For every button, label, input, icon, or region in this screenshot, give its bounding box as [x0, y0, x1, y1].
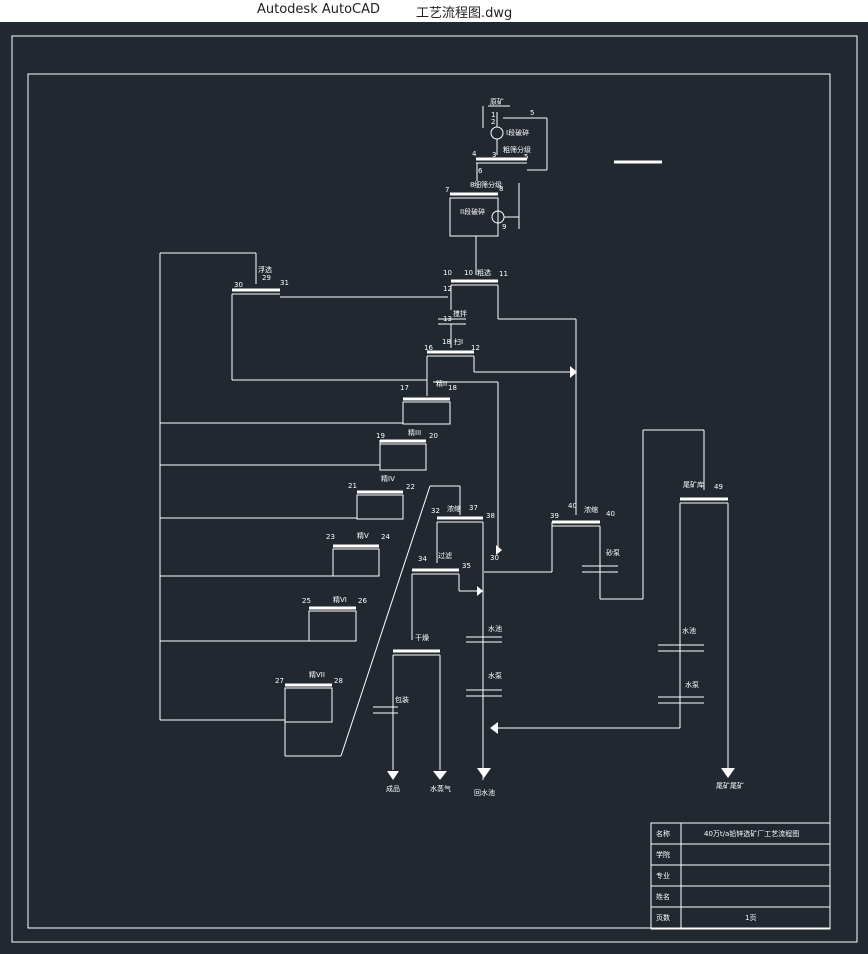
- label-clean-6: 精VI: [333, 595, 347, 604]
- label-stir: 搅拌: [453, 309, 467, 318]
- svg-text:27: 27: [275, 677, 284, 685]
- svg-text:3: 3: [492, 151, 496, 159]
- label-tailings-dam: 尾矿库: [683, 480, 704, 489]
- svg-text:32: 32: [431, 507, 440, 515]
- svg-text:18: 18: [442, 338, 451, 346]
- tb-page-label: 页数: [656, 913, 670, 922]
- concentrate-section: 32 37 38 浓缩 30 34 过滤 35 干燥 包装 成品 水蒸气 回水池 水…: [373, 504, 502, 797]
- svg-text:8: 8: [470, 181, 474, 189]
- svg-text:30: 30: [490, 554, 499, 562]
- svg-text:24: 24: [381, 533, 390, 541]
- arrow-concentrate: [387, 771, 399, 780]
- label-water-pump-2: 水泵: [685, 680, 699, 689]
- svg-text:29: 29: [262, 274, 271, 282]
- label-clean-3: 精III: [408, 428, 421, 437]
- label-roughing: 粗选: [477, 268, 491, 277]
- svg-text:11: 11: [499, 270, 508, 278]
- tailings-section: 39 40 40 浓缩 砂泵 尾矿库 49 水池 水泵 尾矿尾矿: [484, 429, 744, 790]
- inner-border: [27, 73, 831, 929]
- svg-text:35: 35: [462, 562, 471, 570]
- label-sand-pump: 砂泵: [606, 548, 620, 557]
- svg-text:5: 5: [524, 153, 528, 161]
- svg-text:12: 12: [443, 285, 452, 293]
- svg-text:9: 9: [502, 223, 506, 231]
- svg-text:2: 2: [491, 118, 495, 126]
- flotation-section: 浮选 29 30 31 10 10 粗选 11 12 搅拌 13 18 扫I 16 1…: [231, 253, 577, 757]
- label-flotation: 浮选: [258, 265, 272, 274]
- svg-text:21: 21: [348, 482, 357, 490]
- svg-text:17: 17: [400, 384, 409, 392]
- label-tail-thicken: 浓缩: [584, 505, 598, 514]
- crusher-1-symbol: [490, 126, 504, 140]
- label-vapor: 水蒸气: [430, 784, 451, 793]
- svg-text:49: 49: [714, 483, 723, 491]
- svg-text:7: 7: [445, 186, 449, 194]
- svg-text:6: 6: [478, 167, 483, 175]
- arrow-vapor: [433, 771, 447, 780]
- label-clean-7: 精VII: [309, 670, 325, 679]
- label-screen-2: 细筛分级: [474, 180, 502, 189]
- svg-text:8: 8: [499, 185, 503, 193]
- title-bar: Autodesk AutoCAD 工艺流程图.dwg: [0, 0, 868, 22]
- svg-text:1: 1: [491, 111, 495, 119]
- tb-student-label: 姓名: [656, 892, 670, 901]
- svg-text:31: 31: [280, 279, 289, 287]
- label-water-pool: 水池: [488, 624, 502, 633]
- label-pack: 包装: [395, 695, 409, 704]
- recycle-loop: [159, 252, 403, 721]
- tb-school-label: 学院: [656, 850, 670, 859]
- arrow-return-water: [477, 768, 491, 778]
- label-crusher-2: II段破碎: [460, 207, 485, 216]
- svg-text:10: 10: [443, 269, 452, 277]
- label-dry: 干燥: [415, 633, 429, 642]
- file-tab-title[interactable]: 工艺流程图.dwg: [416, 6, 513, 21]
- label-clean-4: 精IV: [381, 474, 395, 483]
- svg-text:23: 23: [326, 533, 335, 541]
- label-water-pool-2: 水池: [682, 626, 696, 635]
- label-filter: 过滤: [438, 551, 452, 560]
- label-feed: 原矿: [490, 97, 504, 106]
- svg-text:5: 5: [530, 109, 534, 117]
- tb-page-value: 1页: [745, 914, 756, 922]
- svg-text:16: 16: [424, 344, 433, 352]
- label-clean-2: 精II: [436, 379, 447, 388]
- svg-text:34: 34: [418, 555, 427, 563]
- label-sweep-1: 扫I: [454, 337, 463, 346]
- app-title: Autodesk AutoCAD: [257, 2, 381, 17]
- svg-text:39: 39: [550, 512, 559, 520]
- arrow-tailings-out: [721, 768, 735, 778]
- crushing-section: 原矿 12 5 I段破碎 4 3 粗筛分级 5 6 7 8 细筛分级 8 II段破碎…: [445, 97, 548, 275]
- label-crusher-1: I段破碎: [506, 128, 529, 137]
- label-thicken: 浓缩: [447, 504, 461, 513]
- svg-text:40: 40: [606, 510, 615, 518]
- label-water-pump: 水泵: [488, 671, 502, 680]
- tb-name-value: 40万t/a铅锌选矿厂工艺流程图: [704, 829, 799, 838]
- svg-text:26: 26: [358, 597, 367, 605]
- svg-text:13: 13: [443, 315, 452, 323]
- label-tailings-out: 尾矿尾矿: [716, 781, 744, 790]
- label-screen-1: 粗筛分级: [503, 145, 531, 154]
- svg-text:37: 37: [469, 504, 478, 512]
- svg-text:30: 30: [234, 281, 243, 289]
- svg-text:20: 20: [429, 432, 438, 440]
- svg-text:10: 10: [464, 269, 473, 277]
- tb-name-label: 名称: [656, 829, 670, 838]
- svg-text:40: 40: [568, 502, 577, 510]
- svg-text:4: 4: [472, 150, 477, 158]
- svg-text:18: 18: [448, 384, 457, 392]
- svg-text:28: 28: [334, 677, 343, 685]
- outer-border: [11, 35, 858, 943]
- svg-text:25: 25: [302, 597, 311, 605]
- svg-text:38: 38: [486, 512, 495, 520]
- svg-text:12: 12: [471, 344, 480, 352]
- label-concentrate: 成品: [386, 784, 400, 793]
- svg-text:22: 22: [406, 483, 415, 491]
- title-block: 名称 40万t/a铅锌选矿厂工艺流程图 学院 专业 姓名 页数 1页: [650, 822, 831, 930]
- flowsheet-drawing: 原矿 12 5 I段破碎 4 3 粗筛分级 5 6 7 8 细筛分级 8 II段破碎…: [11, 35, 858, 943]
- label-return-water: 回水池: [474, 788, 495, 797]
- svg-text:19: 19: [376, 432, 385, 440]
- tb-major-label: 专业: [656, 871, 670, 880]
- label-clean-5: 精V: [357, 531, 369, 540]
